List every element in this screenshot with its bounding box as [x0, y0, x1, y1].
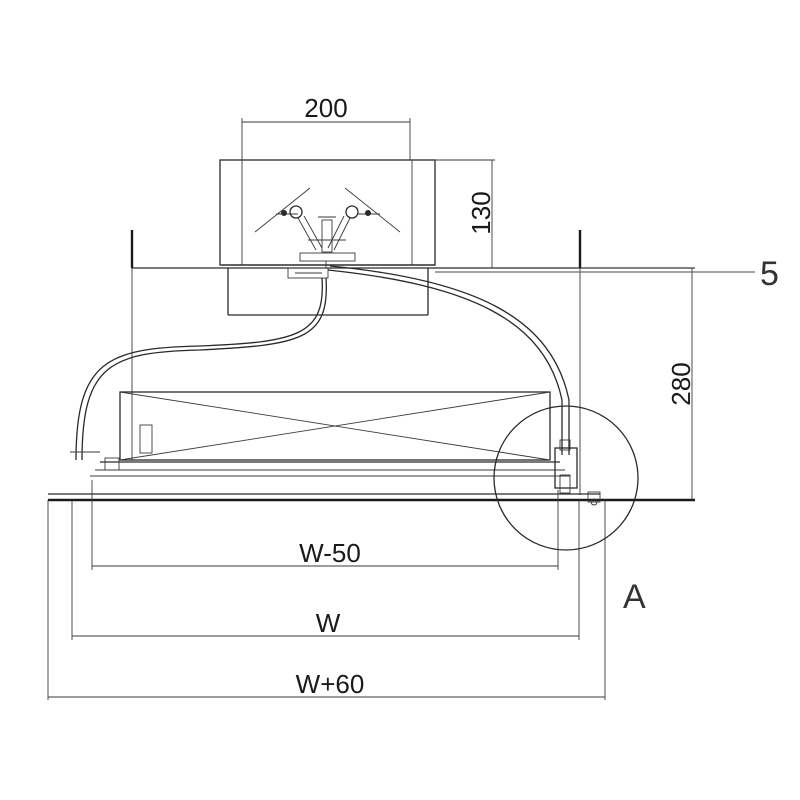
callout-item-5: 5 — [435, 255, 779, 293]
dim-inner-width-label: W-50 — [299, 538, 361, 568]
dim-top-width: 200 — [241, 93, 411, 160]
ceiling-panel — [47, 480, 695, 700]
dim-box-height: 130 — [435, 159, 496, 268]
dim-nominal-width-label: W — [316, 608, 341, 638]
actuator-subbox — [222, 264, 435, 316]
dim-nominal-width: W — [72, 608, 579, 638]
detail-a-label: A — [623, 578, 646, 616]
dim-box-height-label: 130 — [466, 191, 496, 234]
dim-outer-width-label: W+60 — [296, 669, 365, 699]
diffuser-body — [70, 391, 578, 494]
callout-item-5-label: 5 — [760, 255, 779, 293]
dim-overall-height: 280 — [580, 267, 696, 500]
ceiling-structure — [130, 230, 695, 495]
dim-outer-width: W+60 — [48, 669, 605, 699]
dim-inner-width: W-50 — [92, 538, 558, 568]
detail-circle-a — [493, 405, 639, 551]
dim-top-width-label: 200 — [304, 93, 347, 123]
cable-routes — [75, 265, 570, 461]
actuator-box — [219, 159, 436, 268]
dim-overall-height-label: 280 — [666, 362, 696, 405]
